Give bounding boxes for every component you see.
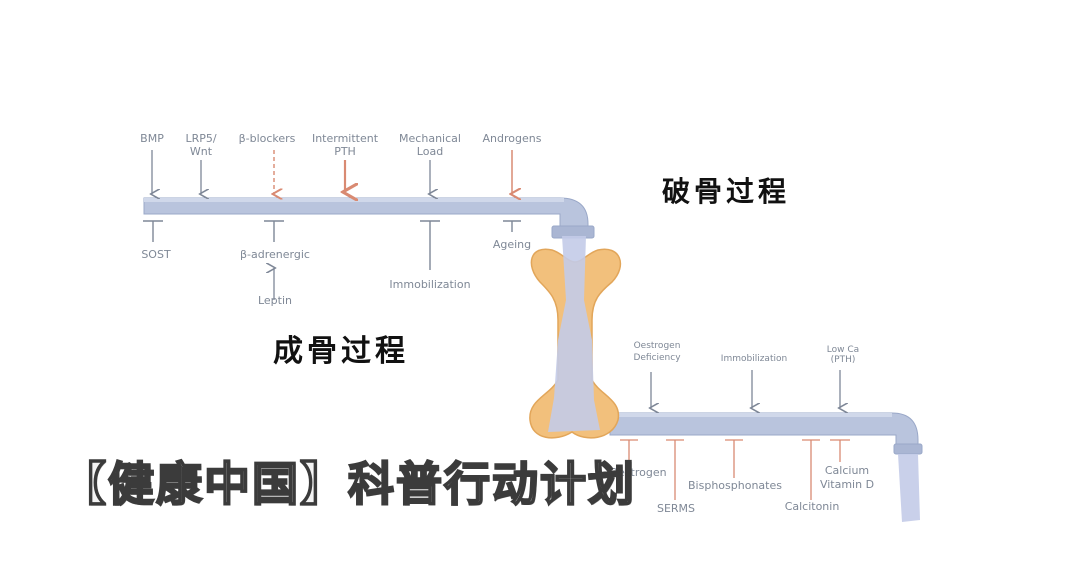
- label-ageing: Ageing: [493, 238, 531, 251]
- label-beta-adrenergic: β-adrenergic: [240, 248, 310, 261]
- bone-illustration: [529, 236, 622, 439]
- inhibitors-formation: [143, 220, 521, 270]
- formation-title: 成骨过程: [273, 334, 409, 369]
- label-serms: SERMS: [657, 502, 695, 515]
- label-beta-blockers: β-blockers: [239, 132, 296, 145]
- label-bmp: BMP: [140, 132, 164, 145]
- label-oestrogen: Oestrogen: [609, 466, 666, 479]
- label-calcitonin: Calcitonin: [785, 500, 840, 513]
- inhibitors-resorption: [620, 439, 850, 500]
- label-sost: SOST: [141, 248, 171, 261]
- label-immobilization-upper: Immobilization: [389, 278, 470, 291]
- label-bisphosphonates: Bisphosphonates: [688, 479, 782, 492]
- label-immobilization-lower: Immobilization: [721, 354, 787, 364]
- water-outflow: [898, 454, 920, 522]
- formation-pipe: [143, 197, 595, 239]
- label-leptin: Leptin: [258, 294, 292, 307]
- label-androgens: Androgens: [483, 132, 542, 145]
- label-low-ca-pth: Low Ca(PTH): [827, 345, 859, 365]
- label-lrp5-wnt: LRP5/Wnt: [185, 132, 216, 158]
- resorption-pipe: [609, 412, 923, 455]
- campaign-banner: 【健康中国】科普行动计划: [59, 456, 636, 512]
- resorption-title: 破骨过程: [662, 175, 791, 208]
